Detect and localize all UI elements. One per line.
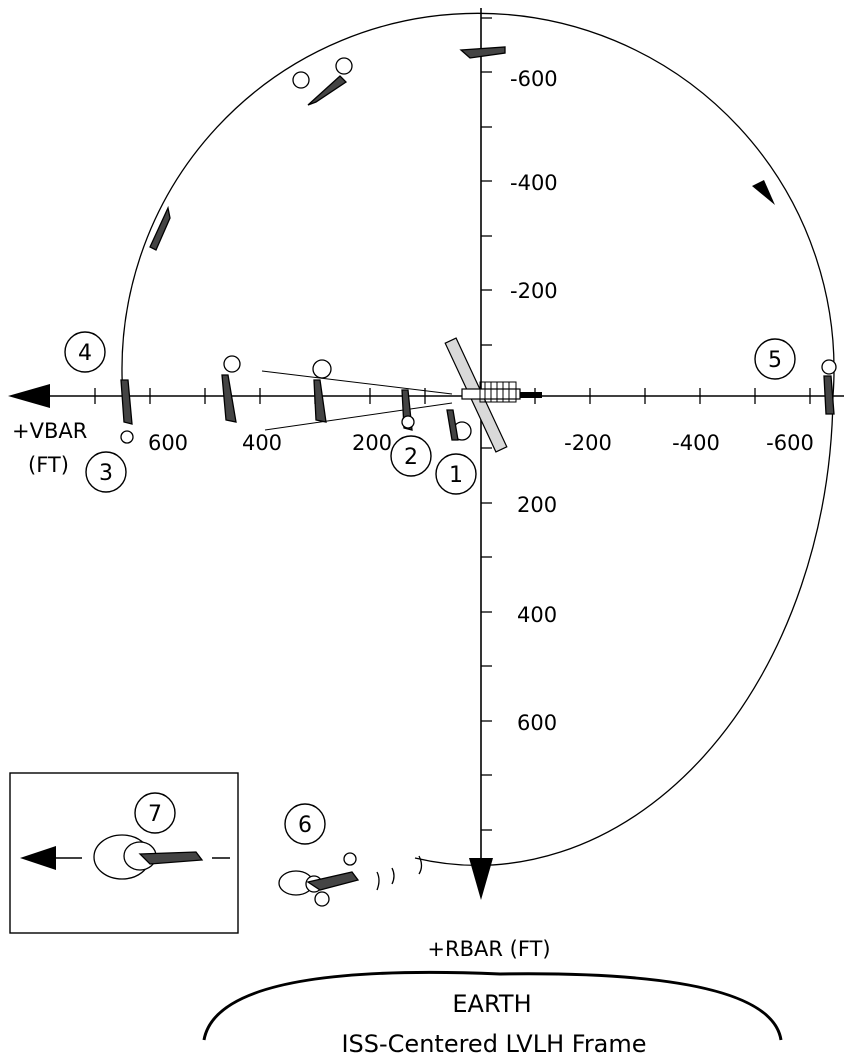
- vbar-axis-label-line2: (FT): [28, 453, 69, 477]
- trajectory-direction-arrow: [752, 180, 775, 205]
- vbar-arrowhead: [8, 384, 50, 408]
- rbar-arrowhead: [469, 858, 493, 900]
- orbiter-icon: [93, 834, 204, 880]
- rbar-tick-label: 200: [517, 493, 557, 517]
- svg-text:2: 2: [404, 445, 418, 470]
- orbiter-icon: [821, 359, 837, 415]
- vbar-tick-label: 200: [352, 431, 392, 455]
- inset-box: 7: [9, 772, 239, 934]
- marker-7: 7: [134, 792, 176, 834]
- svg-text:4: 4: [78, 341, 92, 366]
- svg-text:3: 3: [99, 461, 113, 486]
- marker-6: 6: [284, 803, 326, 845]
- rbar-tick-label: 600: [517, 711, 557, 735]
- vbar-axis: [40, 388, 844, 404]
- frame-caption: ISS-Centered LVLH Frame: [341, 1030, 646, 1058]
- rbar-tick-label: -600: [510, 67, 558, 91]
- rbar-axis-label: +RBAR (FT): [427, 937, 550, 961]
- orbiter-icon: [120, 379, 134, 444]
- svg-text:1: 1: [449, 463, 463, 488]
- earth-label: EARTH: [452, 990, 531, 1018]
- iss-station-icon: [444, 337, 542, 453]
- orbiter-icon: [149, 205, 171, 251]
- rbar-tick-label: -200: [510, 279, 558, 303]
- rbar-tick-label: 400: [517, 603, 557, 627]
- earth-horizon: [202, 970, 783, 1041]
- orbiter-icon: [459, 46, 506, 59]
- vbar-tick-label: -600: [766, 431, 814, 455]
- vbar-axis-label-line1: +VBAR: [12, 419, 87, 443]
- svg-text:7: 7: [148, 802, 162, 827]
- marker-5: 5: [754, 338, 796, 380]
- approach-lines: [261, 370, 453, 431]
- svg-text:6: 6: [298, 813, 312, 838]
- orbiter-icon: [292, 57, 353, 106]
- marker-2: 2: [390, 435, 432, 477]
- marker-3: 3: [85, 451, 127, 493]
- orbiter-icon: [401, 389, 415, 431]
- marker-1: 1: [435, 453, 477, 495]
- svg-text:5: 5: [768, 348, 782, 373]
- orbiter-icon: [446, 409, 472, 441]
- orbiter-icon: [221, 355, 241, 423]
- vbar-tick-label: -200: [564, 431, 612, 455]
- vbar-tick-label: 600: [148, 431, 188, 455]
- orbiter-icon: [312, 359, 332, 423]
- rbar-tick-label: -400: [510, 171, 558, 195]
- vbar-tick-label: -400: [672, 431, 720, 455]
- flyaround-trajectory: [121, 12, 835, 866]
- marker-4: 4: [64, 331, 106, 373]
- orbiter-icon: [278, 852, 360, 907]
- orbiter-icon: [376, 855, 423, 891]
- vbar-tick-label: 400: [242, 431, 282, 455]
- inset-arrowhead: [20, 846, 56, 870]
- rbar-axis: [480, 8, 492, 868]
